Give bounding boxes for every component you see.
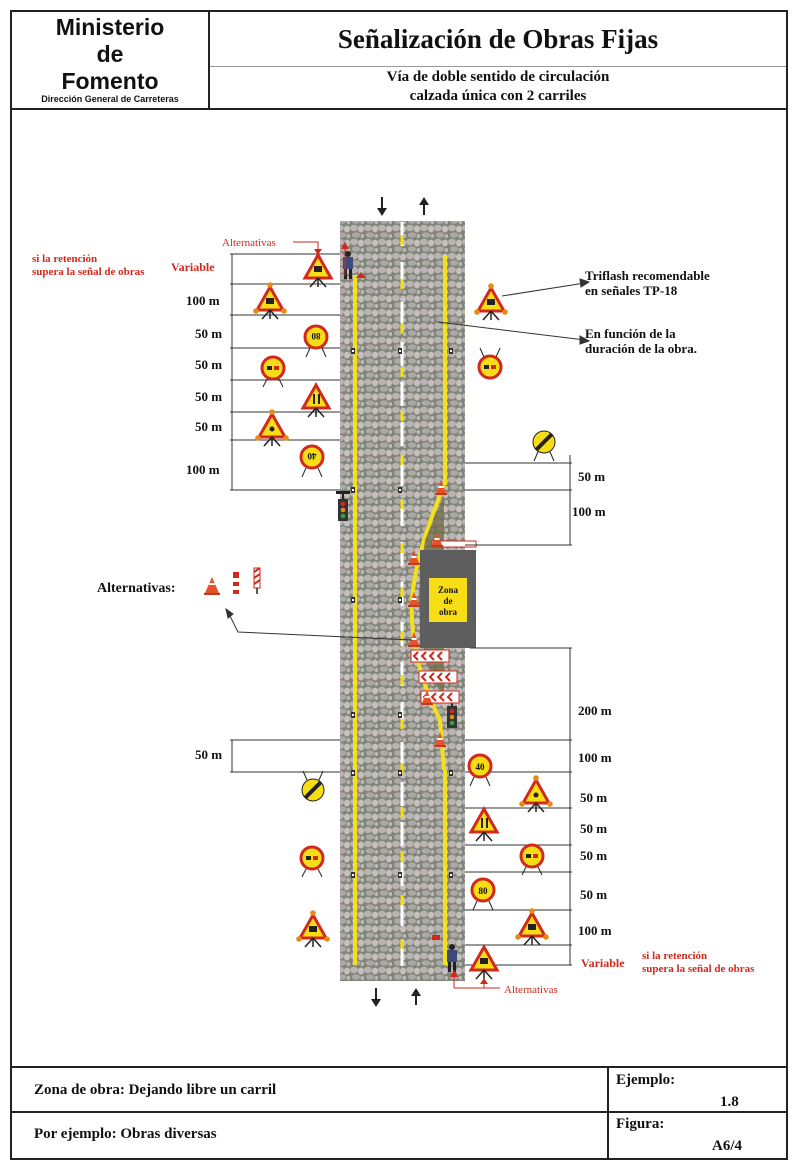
right-distance-label: 100 m bbox=[578, 923, 612, 938]
footer-example-text: Por ejemplo: Obras diversas bbox=[34, 1126, 217, 1142]
alternatives-top-label: Alternativas bbox=[222, 237, 276, 249]
triflash-note-line2: en señales TP-18 bbox=[585, 283, 678, 298]
ejemplo-value: 1.8 bbox=[720, 1094, 739, 1110]
ministry-line3: Fomento bbox=[61, 68, 159, 94]
ministry-logo: Ministerio de Fomento Dirección General … bbox=[12, 12, 210, 108]
speed-80-sign-icon: 80 bbox=[470, 877, 496, 911]
triflash-sign-icon bbox=[253, 282, 287, 320]
end-restriction-sign-right-icon bbox=[531, 429, 557, 462]
zone-line3: obra bbox=[439, 607, 458, 617]
left-distance-label: 50 m bbox=[195, 389, 222, 404]
right-distance-label: 200 m bbox=[578, 703, 612, 718]
chevron-panel-2-icon bbox=[418, 670, 458, 684]
variable-top-label: Variable bbox=[171, 260, 215, 274]
triflash-sign-bottom-icon bbox=[519, 775, 553, 813]
left-distance-label: 100 m bbox=[186, 293, 220, 308]
speed-40-label: 40 bbox=[476, 762, 486, 772]
worker-sign-bottom-icon bbox=[469, 945, 499, 980]
page-subtitle: Vía de doble sentido de circulación calz… bbox=[210, 68, 786, 106]
retention-note-bottom-line1: si la retención bbox=[642, 950, 707, 962]
end-restriction-sign-left-icon bbox=[300, 770, 326, 803]
alternatives-markers bbox=[293, 241, 500, 989]
speed-80-label: 80 bbox=[479, 886, 489, 896]
page-frame bbox=[10, 10, 788, 1160]
worker-sign-icon bbox=[303, 253, 333, 288]
speed-80-rotated-label: 80 bbox=[311, 331, 321, 341]
right-distance-label: 100 m bbox=[572, 504, 606, 519]
alternatives-cone-icon bbox=[204, 577, 220, 595]
figura-value: A6/4 bbox=[712, 1138, 742, 1154]
speed-40-sign-icon: 40 bbox=[299, 444, 325, 478]
header-divider bbox=[12, 108, 788, 110]
alternatives-bottom-label: Alternativas bbox=[504, 984, 558, 996]
footer-vertical-divider bbox=[607, 1066, 609, 1160]
subtitle-line1: Vía de doble sentido de circulación bbox=[386, 69, 610, 85]
flagman-bottom-icon bbox=[432, 935, 457, 972]
zone-line1: Zona bbox=[438, 585, 459, 595]
right-distance-label: 50 m bbox=[580, 887, 607, 902]
speed-limit-sign-icon: 80 bbox=[303, 324, 329, 358]
left-distance-label: 50 m bbox=[195, 326, 222, 341]
subtitle-line2: calzada única con 2 carriles bbox=[409, 88, 587, 104]
duration-note-line2: duración de la obra. bbox=[585, 341, 697, 356]
ministry-line2: de bbox=[96, 41, 124, 67]
retention-note-top-line2: supera la señal de obras bbox=[32, 266, 145, 278]
triflash-sign-right-icon bbox=[474, 283, 508, 321]
retention-note-bottom-line2: supera la señal de obras bbox=[642, 963, 755, 975]
narrowing-sign-right-icon bbox=[469, 807, 499, 842]
worker-sign-left-icon bbox=[296, 910, 330, 948]
pointer-lines bbox=[225, 278, 591, 641]
ministry-line1: Ministerio bbox=[55, 14, 165, 40]
alternatives-barrier-icon bbox=[253, 567, 261, 594]
left-bottom-distance-label: 50 m bbox=[195, 747, 222, 762]
direction-arrows bbox=[371, 197, 429, 1007]
triflash-sign-left-icon bbox=[255, 409, 289, 447]
left-distance-label: 50 m bbox=[195, 419, 222, 434]
no-overtaking-sign-icon bbox=[260, 355, 286, 388]
header-main: Señalización de Obras Fijas Vía de doble… bbox=[210, 12, 786, 108]
left-distance-label: 100 m bbox=[186, 462, 220, 477]
variable-bottom-label: Variable bbox=[581, 956, 625, 970]
right-distance-label: 50 m bbox=[580, 848, 607, 863]
worker-sign-right-icon bbox=[515, 908, 549, 946]
no-overtaking-sign-right-icon bbox=[477, 347, 503, 380]
retention-note-top-line1: si la retención bbox=[32, 253, 97, 265]
right-distance-label: 50 m bbox=[580, 790, 607, 805]
zone-line2: de bbox=[444, 596, 453, 606]
work-zone: Zona de obra bbox=[420, 540, 477, 648]
duration-note-line1: En función de la bbox=[585, 326, 676, 341]
figura-label: Figura: bbox=[616, 1116, 665, 1132]
alternatives-left-label: Alternativas: bbox=[97, 581, 176, 596]
right-distance-label: 50 m bbox=[578, 469, 605, 484]
ejemplo-label: Ejemplo: bbox=[616, 1072, 676, 1088]
footer-divider-top bbox=[12, 1066, 788, 1068]
narrowing-sign-icon bbox=[301, 383, 331, 418]
triflash-note-line1: Triflash recomendable bbox=[585, 268, 710, 283]
right-distance-label: 100 m bbox=[578, 750, 612, 765]
left-distance-label: 50 m bbox=[195, 357, 222, 372]
no-overtaking-sign-left-icon bbox=[299, 845, 325, 878]
chevron-panel-1-icon bbox=[410, 649, 450, 663]
speed-40-rotated-label: 40 bbox=[307, 451, 317, 461]
alternatives-post-icon bbox=[233, 572, 239, 594]
page-title: Señalización de Obras Fijas bbox=[210, 12, 786, 67]
ministry-line4: Dirección General de Carreteras bbox=[41, 94, 179, 104]
no-overtaking-sign-bottom-icon bbox=[519, 843, 545, 876]
footer-divider-middle bbox=[12, 1111, 788, 1113]
footer-zone-text: Zona de obra: Dejando libre un carril bbox=[34, 1082, 277, 1098]
right-distance-label: 50 m bbox=[580, 821, 607, 836]
speed-40-sign-right-icon: 40 bbox=[467, 753, 493, 787]
